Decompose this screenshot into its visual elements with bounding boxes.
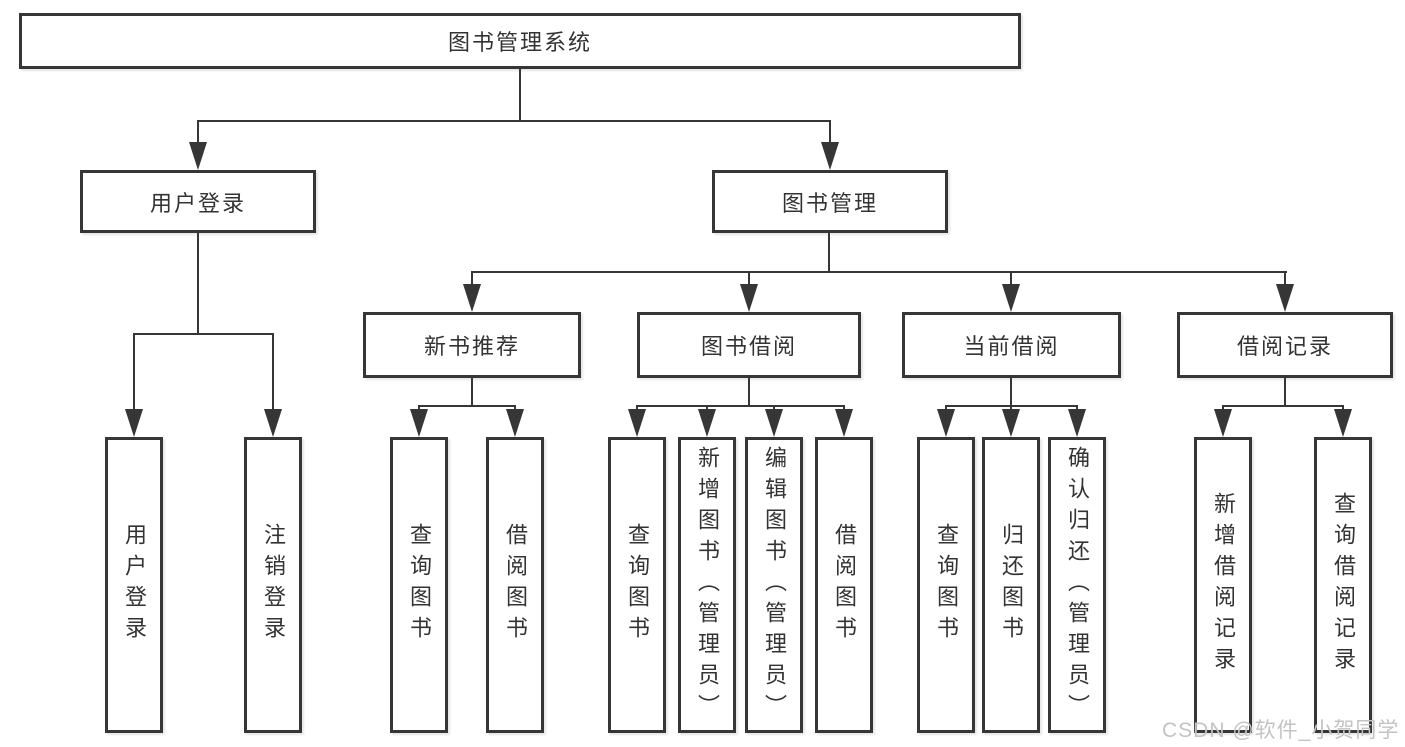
connector-line [1010,272,1012,285]
arrow-down-icon [937,409,955,437]
node-book-borrowing: 图书借阅 [637,312,861,378]
leaf-query-books-borrowing: 查询图书 [608,437,666,733]
connector-line [748,272,750,285]
arrow-down-icon [698,409,716,437]
node-user-login: 用户登录 [80,170,316,233]
node-borrowing-records: 借阅记录 [1177,312,1393,378]
arrow-down-icon [1002,284,1020,312]
connector-line [418,405,516,407]
arrow-down-icon [1002,409,1020,437]
connector-line [1342,406,1344,411]
connector-line [636,406,638,411]
arrow-down-icon [821,142,839,170]
connector-line [197,233,199,334]
connector-line [519,69,521,121]
leaf-edit-book-admin: 编辑图书（管理员） [745,437,803,733]
connector-line [1284,378,1286,406]
node-new-book-recommendation: 新书推荐 [363,312,581,378]
connector-line [636,405,845,407]
connector-line [1010,378,1012,406]
connector-line [1076,406,1078,411]
arrow-down-icon [1214,409,1232,437]
leaf-return-books: 归还图书 [982,437,1040,733]
connector-line [197,121,199,144]
connector-line [471,271,1287,273]
connector-line [1222,405,1344,407]
watermark-csdn: CSDN @软件_小贺同学 [1162,719,1400,742]
leaf-query-books-current: 查询图书 [917,437,975,733]
connector-line [843,406,845,411]
arrow-down-icon [628,409,646,437]
connector-line [1010,406,1012,411]
arrow-down-icon [506,409,524,437]
connector-line [272,334,274,410]
node-book-management: 图书管理 [712,170,948,233]
leaf-add-borrow-record: 新增借阅记录 [1194,437,1252,733]
connector-line [829,121,831,144]
arrow-down-icon [835,409,853,437]
connector-line [471,378,473,406]
connector-line [197,120,831,122]
connector-line [418,406,420,411]
node-library-management-system: 图书管理系统 [19,13,1021,69]
connector-line [133,333,274,335]
connector-line [1284,272,1286,285]
arrow-down-icon [765,409,783,437]
arrow-down-icon [1068,409,1086,437]
leaf-confirm-return-admin: 确认归还（管理员） [1048,437,1106,733]
connector-line [773,406,775,411]
connector-line [133,334,135,410]
arrow-down-icon [125,409,143,437]
leaf-query-borrow-record: 查询借阅记录 [1314,437,1372,733]
arrow-down-icon [463,284,481,312]
leaf-logout: 注销登录 [244,437,302,733]
connector-line [706,406,708,411]
node-current-borrowing: 当前借阅 [902,312,1121,378]
arrow-down-icon [264,409,282,437]
leaf-add-book-admin: 新增图书（管理员） [678,437,736,733]
connector-line [514,406,516,411]
arrow-down-icon [1334,409,1352,437]
leaf-user-login: 用户登录 [105,437,163,733]
arrow-down-icon [189,142,207,170]
leaf-borrow-books-recommend: 借阅图书 [486,437,544,733]
connector-line [471,272,473,285]
connector-line [828,233,830,272]
arrow-down-icon [1276,284,1294,312]
arrow-down-icon [410,409,428,437]
leaf-query-books-recommend: 查询图书 [390,437,448,733]
connector-line [748,378,750,406]
connector-line [945,406,947,411]
leaf-borrow-books: 借阅图书 [815,437,873,733]
connector-line [1222,406,1224,411]
arrow-down-icon [740,284,758,312]
